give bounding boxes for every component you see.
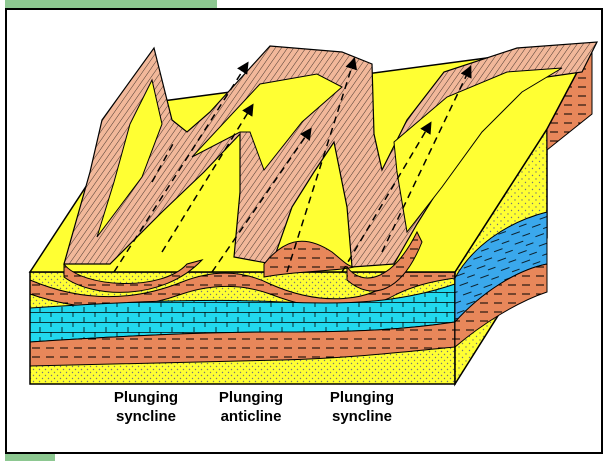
- label-plunging-syncline-left: Plunging syncline: [98, 388, 194, 426]
- label-plunging-syncline-right: Plunging syncline: [314, 388, 410, 426]
- label-line2: syncline: [314, 407, 410, 426]
- label-plunging-anticline: Plunging anticline: [203, 388, 299, 426]
- label-line2: anticline: [203, 407, 299, 426]
- diagram-frame: [5, 8, 603, 454]
- label-line1: Plunging: [203, 388, 299, 407]
- label-line1: Plunging: [314, 388, 410, 407]
- label-line1: Plunging: [98, 388, 194, 407]
- label-line2: syncline: [98, 407, 194, 426]
- fold-block-diagram: [7, 10, 603, 454]
